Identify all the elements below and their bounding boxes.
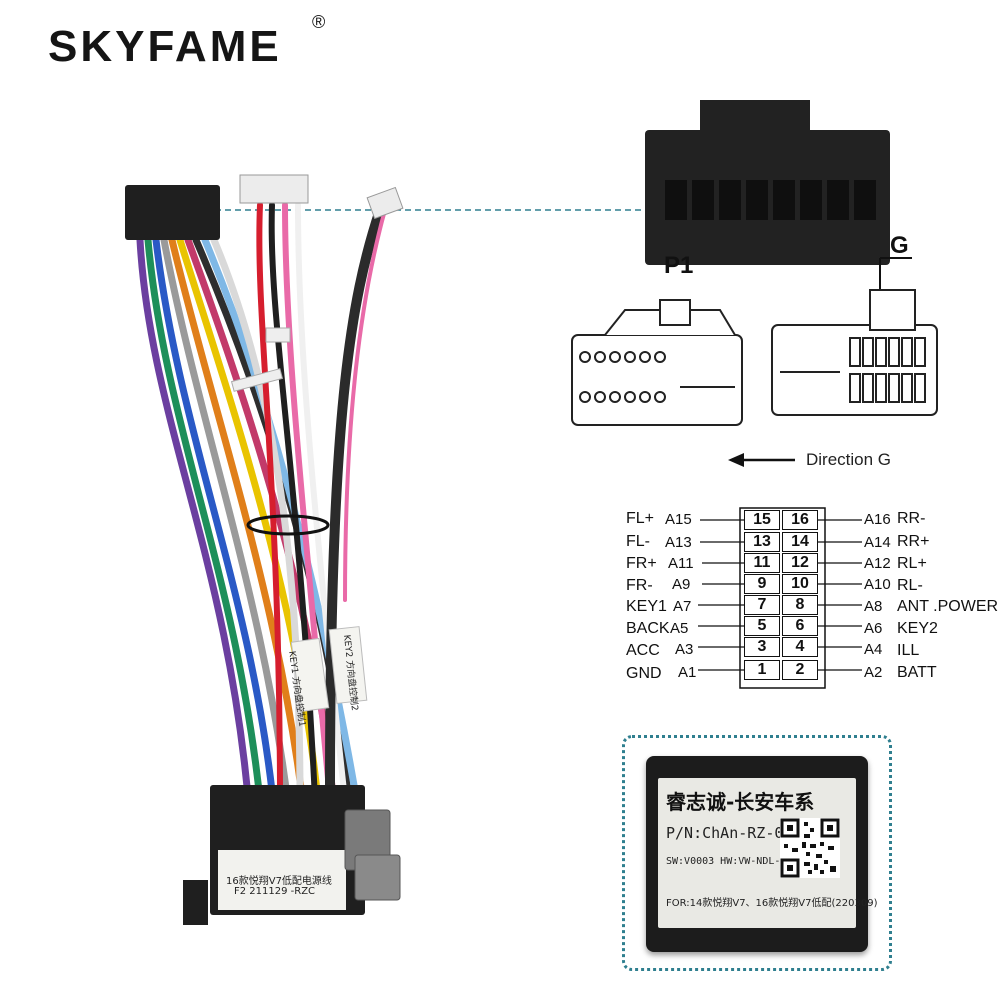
pin-code: A12 <box>864 555 891 572</box>
pin-number: 11 <box>744 553 780 573</box>
white-plug-top <box>239 174 309 204</box>
pin-name: ANT .POWER <box>897 598 999 615</box>
pin-code: A2 <box>864 664 883 681</box>
power-cable-sticker <box>218 850 346 910</box>
pin-code: A11 <box>668 555 694 572</box>
pin-code: A4 <box>864 641 883 658</box>
pin-number: 7 <box>744 595 780 615</box>
pin-code: A16 <box>864 511 891 528</box>
pin-name: BACK <box>626 620 670 637</box>
pin-name: RL+ <box>897 555 927 572</box>
key1-tag-line1: KEY1 <box>286 650 300 675</box>
pin-name: FR+ <box>626 555 657 572</box>
module-fitment: FOR:14款悦翔V7、16款悦翔V7低配(220309) <box>666 898 878 909</box>
pin-name: BATT <box>897 664 937 681</box>
brand-logo: SKYFAME <box>48 22 282 71</box>
pin-name: FL+ <box>626 510 655 527</box>
pin-name: RR+ <box>897 533 930 550</box>
pin-name: GND <box>626 665 662 682</box>
pin-number: 1 <box>744 660 780 680</box>
g-label: G <box>890 232 909 259</box>
pin-name: RL- <box>897 577 923 594</box>
pin-code: A9 <box>672 576 691 593</box>
pin-number: 16 <box>782 510 818 530</box>
pin-number: 9 <box>744 574 780 594</box>
pin-name: FL- <box>626 533 650 550</box>
pin-name: ILL <box>897 642 920 659</box>
pin-code: A5 <box>670 620 689 637</box>
pin-number: 8 <box>782 595 818 615</box>
direction-label: Direction G <box>806 450 892 469</box>
small-white-plug <box>366 186 404 220</box>
pin-code: A13 <box>665 534 692 551</box>
pin-name: RR- <box>897 510 926 527</box>
module-version: SW:V0003 HW:VW-NDL-0305 <box>666 856 805 867</box>
power-sticker-line1: 16款悦翔V7低配电源线 <box>226 876 332 887</box>
module-title: 睿志诚-长安车系 <box>666 790 815 814</box>
pin-name: FR- <box>626 577 653 594</box>
direction-arrow <box>728 453 795 467</box>
pin-number: 15 <box>744 510 780 530</box>
pin-number: 5 <box>744 616 780 636</box>
pin-code: A10 <box>864 576 891 593</box>
pin-name: KEY1 <box>626 598 667 615</box>
module-card-frame <box>622 735 892 971</box>
pin-code: A14 <box>864 534 891 551</box>
power-sticker-line2: F2 211129 -RZC <box>234 886 316 897</box>
pin-number: 2 <box>782 660 818 680</box>
pin-number: 12 <box>782 553 818 573</box>
grey-connector-2 <box>354 854 401 901</box>
connector-drawing-right <box>771 289 938 416</box>
pin-code: A3 <box>675 641 694 658</box>
pin-name: KEY2 <box>897 620 938 637</box>
p1-connector-photo <box>645 100 890 265</box>
wire-bundle <box>136 202 387 824</box>
qr-code-icon <box>780 818 840 878</box>
pin-code: A15 <box>665 511 692 528</box>
pin-code: A7 <box>673 598 692 615</box>
pin-number: 14 <box>782 532 818 552</box>
pinout-frame <box>739 507 826 689</box>
pin-number: 10 <box>782 574 818 594</box>
pin-number: 6 <box>782 616 818 636</box>
pin-code: A1 <box>678 664 697 681</box>
pin-name: ACC <box>626 642 660 659</box>
pinout-leader-lines <box>698 519 862 671</box>
p1-label: P1 <box>664 252 694 279</box>
key2-tag-line1: KEY2 <box>341 634 354 659</box>
module-part-number: P/N:ChAn-RZ-03 <box>666 824 793 842</box>
key2-tag <box>328 626 368 704</box>
pin-number: 4 <box>782 637 818 657</box>
registered-mark: ® <box>312 12 326 32</box>
pin-code: A8 <box>864 598 883 615</box>
pin-number: 13 <box>744 532 780 552</box>
connector-drawing-left <box>571 299 743 426</box>
key1-tag <box>290 637 330 713</box>
pin-code: A6 <box>864 620 883 637</box>
iso-connector-left <box>125 185 220 240</box>
pin-number: 3 <box>744 637 780 657</box>
